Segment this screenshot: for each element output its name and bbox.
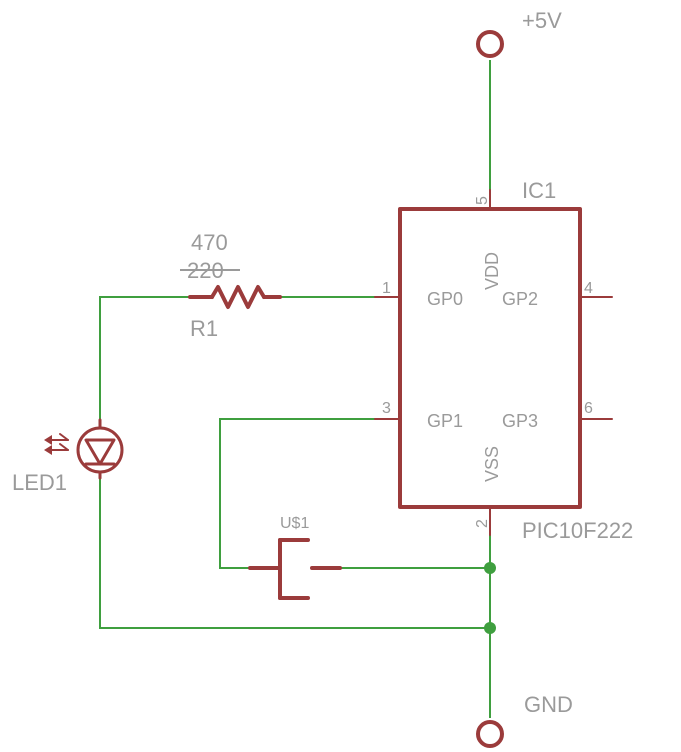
wire-led-to-gnd bbox=[99, 478, 490, 629]
pin-number-5: 5 bbox=[474, 196, 491, 205]
wire-resistor-to-led bbox=[99, 296, 190, 420]
pin-name-gp1: GP1 bbox=[427, 411, 463, 431]
pin-name-gp3: GP3 bbox=[502, 411, 538, 431]
pin-name-gp2: GP2 bbox=[502, 289, 538, 309]
pin-name-gp0: GP0 bbox=[427, 289, 463, 309]
vcc-terminal-icon bbox=[476, 30, 504, 58]
led-led1: LED1 bbox=[12, 418, 124, 495]
ic-pic10f222: IC1 PIC10F222 GP0 GP2 GP1 GP3 VDD VSS 5 … bbox=[374, 178, 633, 543]
gnd-terminal-icon bbox=[476, 720, 504, 748]
pin-number-4: 4 bbox=[584, 280, 593, 297]
resistor-value-new: 470 bbox=[191, 230, 228, 255]
ic-part-label: PIC10F222 bbox=[522, 518, 633, 543]
junction-led bbox=[484, 622, 496, 634]
resistor-r1: 470 220 R1 bbox=[180, 230, 282, 341]
pin-number-6: 6 bbox=[584, 400, 593, 417]
junction-switch bbox=[484, 562, 496, 574]
pin-number-1: 1 bbox=[382, 280, 391, 297]
pin-number-3: 3 bbox=[382, 400, 391, 417]
vcc-label: +5V bbox=[522, 8, 562, 33]
switch-ref-label: U$1 bbox=[280, 515, 309, 532]
vcc-supply: +5V bbox=[476, 8, 562, 58]
gnd-label: GND bbox=[524, 692, 573, 717]
pin-name-vss: VSS bbox=[482, 446, 502, 482]
switch-u1: U$1 bbox=[248, 515, 342, 600]
pin-number-2: 2 bbox=[474, 519, 491, 528]
resistor-zigzag-icon bbox=[210, 285, 266, 309]
wire-gp1-to-switch bbox=[219, 418, 375, 569]
resistor-ref-label: R1 bbox=[190, 316, 218, 341]
wires bbox=[99, 60, 496, 718]
pin-name-vdd: VDD bbox=[482, 252, 502, 290]
led-ref-label: LED1 bbox=[12, 470, 67, 495]
led-diode-triangle-icon bbox=[84, 438, 116, 466]
gnd-supply: GND bbox=[476, 692, 573, 748]
ic-ref-label: IC1 bbox=[522, 178, 556, 203]
led-emission-arrows-icon bbox=[44, 433, 69, 455]
